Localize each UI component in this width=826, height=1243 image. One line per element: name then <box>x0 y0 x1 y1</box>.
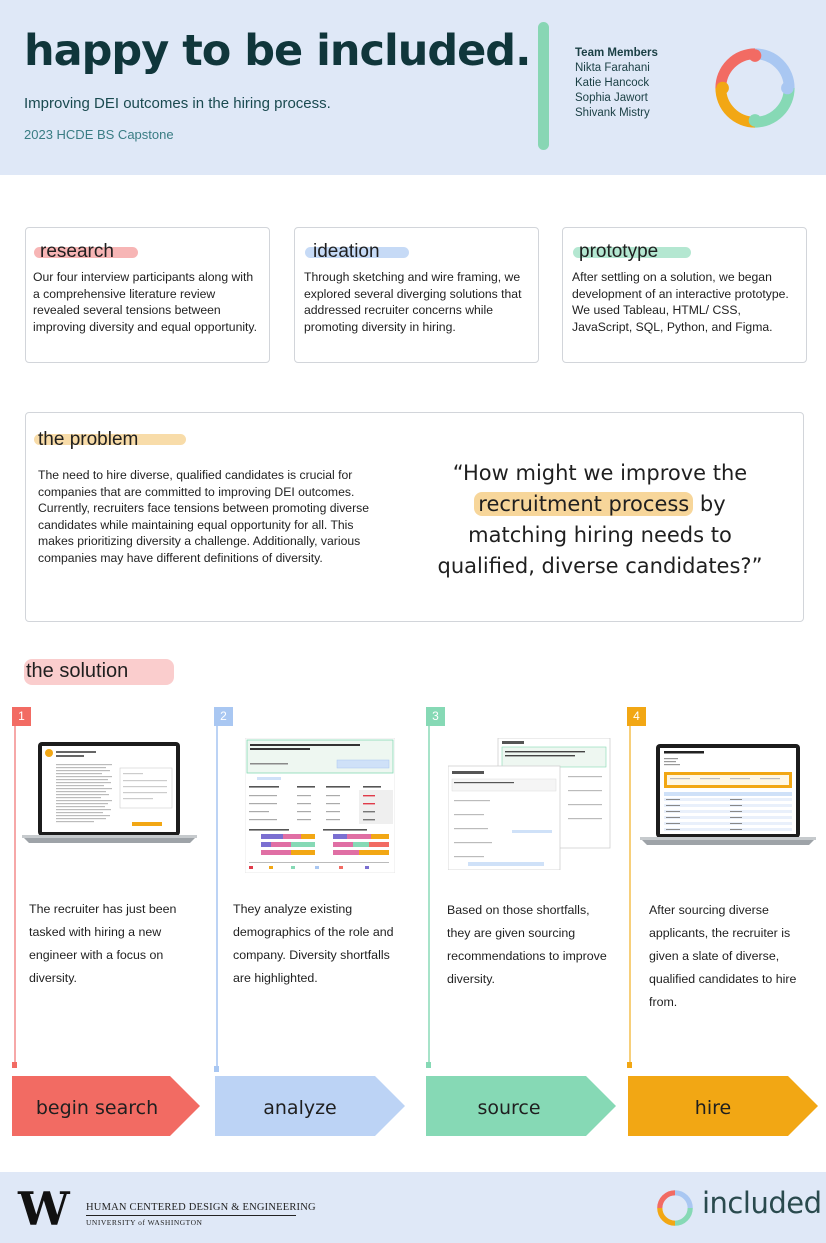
problem-card: the problem The need to hire diverse, qu… <box>25 412 804 622</box>
highlight-mark <box>573 247 691 258</box>
step-dot <box>426 1062 431 1068</box>
step-number: 2 <box>214 707 233 726</box>
recommendations-mockup-source <box>448 738 611 870</box>
ideation-card: ideation Through sketching and wire fram… <box>294 227 539 363</box>
arrow-hire <box>628 1076 818 1136</box>
step-line <box>428 726 430 1066</box>
card-body: Our four interview participants along wi… <box>33 270 258 334</box>
team-member: Nikta Farahani <box>575 62 650 74</box>
research-card: research Our four interview participants… <box>25 227 270 363</box>
arrow-source <box>426 1076 616 1136</box>
highlight-mark <box>34 434 186 445</box>
step-number: 4 <box>627 707 646 726</box>
laptop-mockup-search <box>22 742 197 843</box>
brand-wordmark: included <box>702 1186 822 1220</box>
prototype-card: prototype After settling on a solution, … <box>562 227 807 363</box>
team-member: Sophia Jawort <box>575 92 648 104</box>
step-line <box>14 726 16 1066</box>
team-heading: Team Members <box>575 47 658 59</box>
header-banner <box>0 0 826 175</box>
team-member: Shivank Mistry <box>575 107 650 119</box>
step-line <box>629 726 631 1066</box>
course-label: 2023 HCDE BS Capstone <box>24 127 174 142</box>
department-name: HUMAN CENTERED DESIGN & ENGINEERING <box>86 1202 316 1213</box>
arrow-label: source <box>477 1097 541 1119</box>
problem-quote: “How might we improve the recruitment pr… <box>420 458 780 582</box>
arrow-analyze <box>215 1076 405 1136</box>
quote-text: by <box>693 492 726 516</box>
quote-line: qualified, diverse candidates?” <box>437 554 763 578</box>
quote-line: matching hiring needs to <box>468 523 732 547</box>
highlight-mark <box>305 247 409 258</box>
uw-logo: W <box>18 1182 70 1236</box>
problem-title: the problem <box>38 429 139 450</box>
included-logo-icon <box>657 1190 693 1226</box>
included-logo-icon <box>715 48 795 128</box>
solution-title: the solution <box>26 660 129 682</box>
step-number: 1 <box>12 707 31 726</box>
team-members: Team Members Nikta Farahani Katie Hancoc… <box>575 46 658 121</box>
step-description: The recruiter has just been tasked with … <box>29 902 177 985</box>
step-dot <box>12 1062 17 1068</box>
card-body: After settling on a solution, we began d… <box>572 270 789 334</box>
card-title: prototype <box>579 241 659 262</box>
arrow-label: begin search <box>35 1097 159 1119</box>
arrow-label: analyze <box>263 1097 337 1119</box>
step-description: They analyze existing demographics of th… <box>233 902 394 985</box>
poster-title: happy to be included. <box>24 26 531 76</box>
arrow-begin-search <box>12 1076 200 1136</box>
header-divider <box>538 22 549 150</box>
team-member: Katie Hancock <box>575 77 650 89</box>
card-title: research <box>40 241 114 262</box>
laptop-mockup-hire <box>640 744 816 845</box>
step-dot <box>627 1062 632 1068</box>
highlight-mark <box>24 659 174 685</box>
highlight-mark <box>34 247 138 258</box>
department-rule <box>86 1215 296 1216</box>
card-body: Through sketching and wire framing, we e… <box>304 270 522 334</box>
quote-line: recruitment process by <box>420 489 780 520</box>
problem-body: The need to hire diverse, qualified cand… <box>38 468 370 565</box>
step-number: 3 <box>426 707 445 726</box>
step-line <box>216 726 218 1066</box>
dashboard-mockup-analyze <box>245 738 395 873</box>
poster-subtitle: Improving DEI outcomes in the hiring pro… <box>24 95 331 112</box>
step-description: Based on those shortfalls, they are give… <box>447 903 607 986</box>
step-dot <box>214 1066 219 1072</box>
step-description: After sourcing diverse applicants, the r… <box>649 903 797 1009</box>
quote-line: “How might we improve the <box>452 461 748 485</box>
quote-highlight: recruitment process <box>474 492 694 516</box>
university-name: UNIVERSITY of WASHINGTON <box>86 1218 203 1227</box>
arrow-label: hire <box>694 1097 732 1119</box>
card-title: ideation <box>313 241 380 262</box>
